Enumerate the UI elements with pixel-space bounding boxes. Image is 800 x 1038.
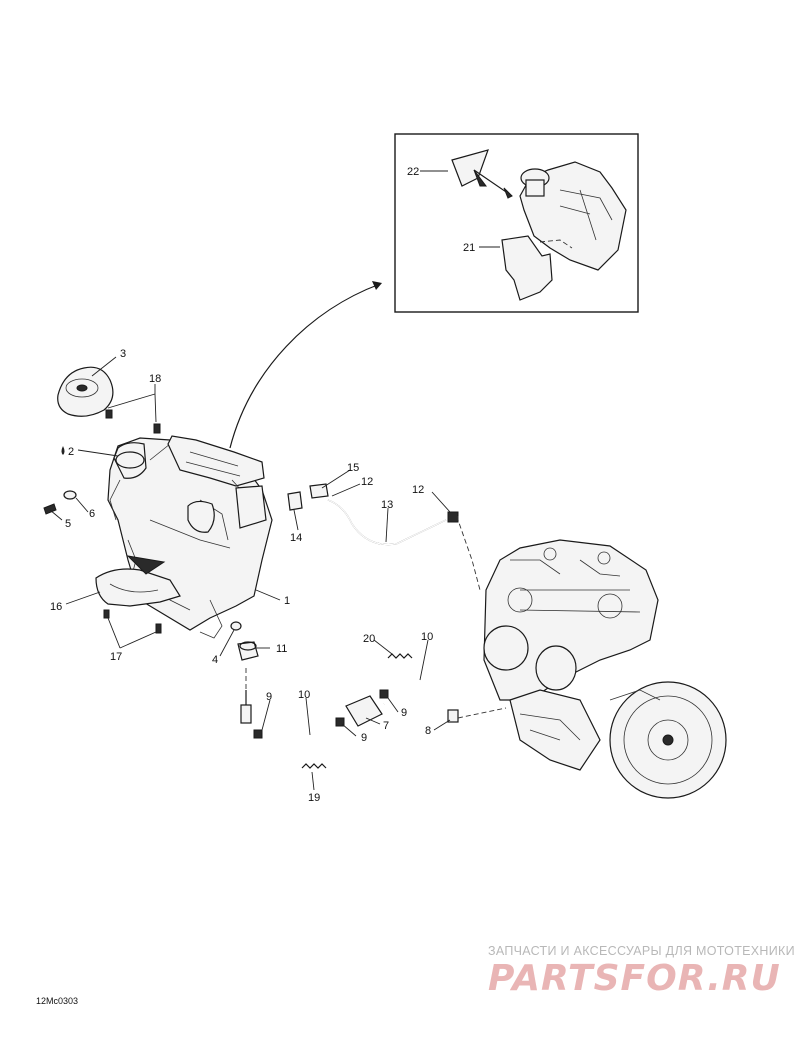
callout-19: 19 (308, 792, 320, 804)
callout-16: 16 (50, 601, 62, 613)
detail-arrow (229, 283, 381, 449)
callout-9a: 9 (266, 691, 272, 703)
callout-labels: 22 21 3 18 2 6 5 16 17 4 1 11 14 15 12 1… (50, 166, 475, 804)
oil-lines (240, 499, 459, 769)
callout-12b: 12 (412, 484, 424, 496)
callout-6: 6 (89, 508, 95, 520)
oil-drop-icon (61, 446, 65, 455)
callout-10a: 10 (298, 689, 310, 701)
inline-filter (345, 695, 383, 727)
engine (483, 539, 727, 799)
inset-detail-box (394, 133, 639, 313)
decal-part (451, 149, 489, 187)
callout-3: 3 (120, 348, 126, 360)
callout-17: 17 (110, 651, 122, 663)
fasteners (43, 409, 329, 661)
callout-7: 7 (383, 720, 389, 732)
oil-tank-assembly (57, 366, 273, 639)
callout-4: 4 (212, 654, 218, 666)
callout-22: 22 (407, 166, 419, 178)
callout-20: 20 (363, 633, 375, 645)
heat-shield (95, 568, 181, 607)
callout-14: 14 (290, 532, 302, 544)
inset-tank (519, 161, 627, 271)
callout-15: 15 (347, 462, 359, 474)
decal-part-21 (501, 235, 553, 301)
callout-9c: 9 (361, 732, 367, 744)
callout-18: 18 (149, 373, 161, 385)
watermark-logo: PARTSFOR.RU (488, 958, 781, 999)
filler-cap (57, 366, 114, 417)
callout-2: 2 (68, 446, 74, 458)
callout-leaders (49, 170, 500, 791)
callout-5: 5 (65, 518, 71, 530)
callout-1: 1 (284, 595, 290, 607)
callout-11: 11 (276, 643, 287, 655)
callout-12a: 12 (361, 476, 373, 488)
figure-code: 12Mc0303 (36, 996, 79, 1006)
callout-9b: 9 (401, 707, 407, 719)
callout-21: 21 (463, 242, 475, 254)
watermark-tagline: ЗАПЧАСТИ И АКСЕССУАРЫ ДЛЯ МОТОТЕХНИКИ (488, 944, 795, 958)
callout-10b: 10 (421, 631, 433, 643)
callout-13: 13 (381, 499, 393, 511)
callout-8: 8 (425, 725, 431, 737)
